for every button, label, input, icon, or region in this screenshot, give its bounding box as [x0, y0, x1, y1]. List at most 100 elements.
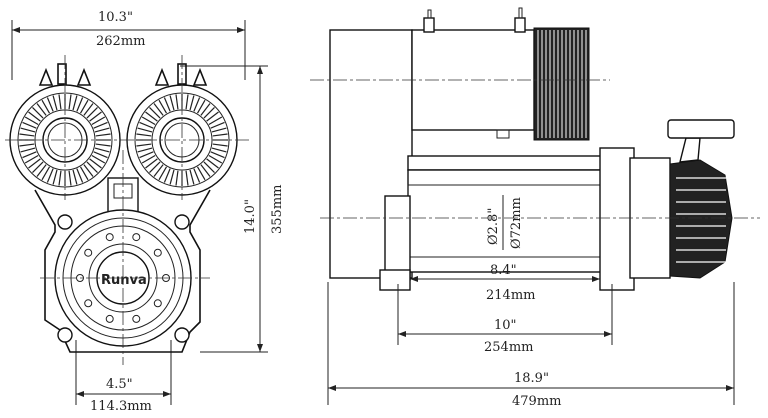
fin-line	[169, 95, 175, 111]
fin-line	[41, 166, 51, 181]
fin-line	[58, 94, 62, 110]
fin-line	[19, 133, 35, 137]
fin-line	[158, 99, 168, 114]
front-height-mm-label: 355mm	[270, 185, 285, 234]
overall-length-mm-label: 479mm	[512, 394, 561, 409]
fin-line	[68, 94, 72, 110]
gearbox-bolts	[76, 233, 170, 323]
fin-line	[212, 143, 228, 147]
bolt-circle	[153, 299, 162, 308]
brand-logo: Runva	[101, 273, 147, 288]
fin-line	[163, 168, 171, 183]
front-view: Runva 10.3" 262mm 14.0" 355mm 4.5" 114.3…	[5, 10, 285, 414]
fin-line	[52, 169, 58, 185]
front-height-in-label: 14.0"	[243, 199, 258, 234]
fin-line	[163, 97, 171, 112]
fin-line	[189, 95, 195, 111]
front-width-mm-label: 262mm	[96, 34, 145, 49]
fin-line	[94, 127, 110, 133]
bolt-circle	[84, 299, 93, 308]
bolt-circle	[132, 233, 141, 242]
right-motor-fins	[136, 94, 228, 186]
fin-line	[212, 133, 228, 137]
drum-diameter-mm-label: Ø72mm	[509, 197, 524, 249]
gearbox-ribs	[676, 177, 726, 263]
fin-line	[185, 94, 189, 110]
mount-spacing-in-label: 10"	[494, 318, 517, 333]
fin-line	[94, 147, 110, 153]
fin-line	[22, 151, 37, 159]
gearbox-front: Runva	[34, 177, 211, 353]
fin-line	[89, 158, 102, 169]
front-width-in-label: 10.3"	[98, 10, 133, 25]
fin-line	[169, 169, 175, 185]
bolt-circle	[105, 314, 114, 323]
base-width-in-label: 4.5"	[106, 377, 133, 392]
fin-line	[141, 116, 156, 126]
left-motor-fins	[19, 94, 111, 186]
drum-diameter-in-label: Ø2.8"	[486, 208, 501, 245]
fin-line	[52, 95, 58, 111]
fin-line	[36, 164, 47, 177]
fin-line	[193, 168, 201, 183]
fin-line	[46, 97, 54, 112]
fin-line	[189, 169, 195, 185]
fin-line	[93, 121, 108, 129]
fin-line	[28, 111, 41, 122]
fin-line	[175, 170, 179, 186]
fin-line	[76, 97, 84, 112]
fin-line	[211, 147, 227, 153]
fin-line	[86, 107, 98, 119]
side-view: Ø2.8" Ø72mm 8.4" 214mm 10" 254mm 18.9" 4…	[310, 7, 760, 409]
fin-line	[136, 143, 152, 147]
fin-line	[137, 147, 153, 153]
fin-line	[79, 99, 89, 114]
fin-line	[22, 121, 37, 129]
fin-line	[95, 143, 111, 147]
fin-line	[91, 154, 106, 164]
fin-line	[72, 169, 78, 185]
motor-cap-ribs	[537, 30, 587, 138]
bolt-circle	[84, 248, 93, 257]
fin-line	[46, 168, 54, 183]
fin-line	[153, 164, 164, 177]
fin-line	[89, 111, 102, 122]
fin-line	[175, 94, 179, 110]
fin-line	[20, 127, 36, 133]
fin-line	[153, 103, 164, 116]
fin-line	[91, 116, 106, 126]
drum-assembly-side	[379, 147, 671, 291]
drum-length-in-label: 8.4"	[490, 263, 517, 278]
fin-line	[83, 164, 94, 177]
fin-line	[36, 103, 47, 116]
fin-line	[149, 107, 161, 119]
fin-line	[206, 111, 219, 122]
gearbox-end-side	[667, 119, 735, 279]
fin-line	[83, 103, 94, 116]
fin-line	[141, 154, 156, 164]
fin-line	[200, 103, 211, 116]
fin-line	[211, 127, 227, 133]
mount-spacing-mm-label: 254mm	[484, 340, 533, 355]
fin-line	[203, 107, 215, 119]
drum-length-mm-label: 214mm	[486, 288, 535, 303]
fin-line	[68, 170, 72, 186]
bolt-circle	[132, 314, 141, 323]
fin-line	[19, 143, 35, 147]
fin-line	[93, 151, 108, 159]
fin-line	[137, 127, 153, 133]
fin-line	[86, 161, 98, 173]
fin-line	[196, 166, 206, 181]
fin-line	[32, 161, 44, 173]
fin-line	[139, 151, 154, 159]
fin-line	[28, 158, 41, 169]
fin-line	[203, 161, 215, 173]
fin-line	[158, 166, 168, 181]
fin-line	[200, 164, 211, 177]
base-width-mm-label: 114.3mm	[90, 399, 152, 414]
fin-line	[58, 170, 62, 186]
fin-line	[24, 116, 39, 126]
bolt-circle	[105, 233, 114, 242]
fin-line	[136, 133, 152, 137]
